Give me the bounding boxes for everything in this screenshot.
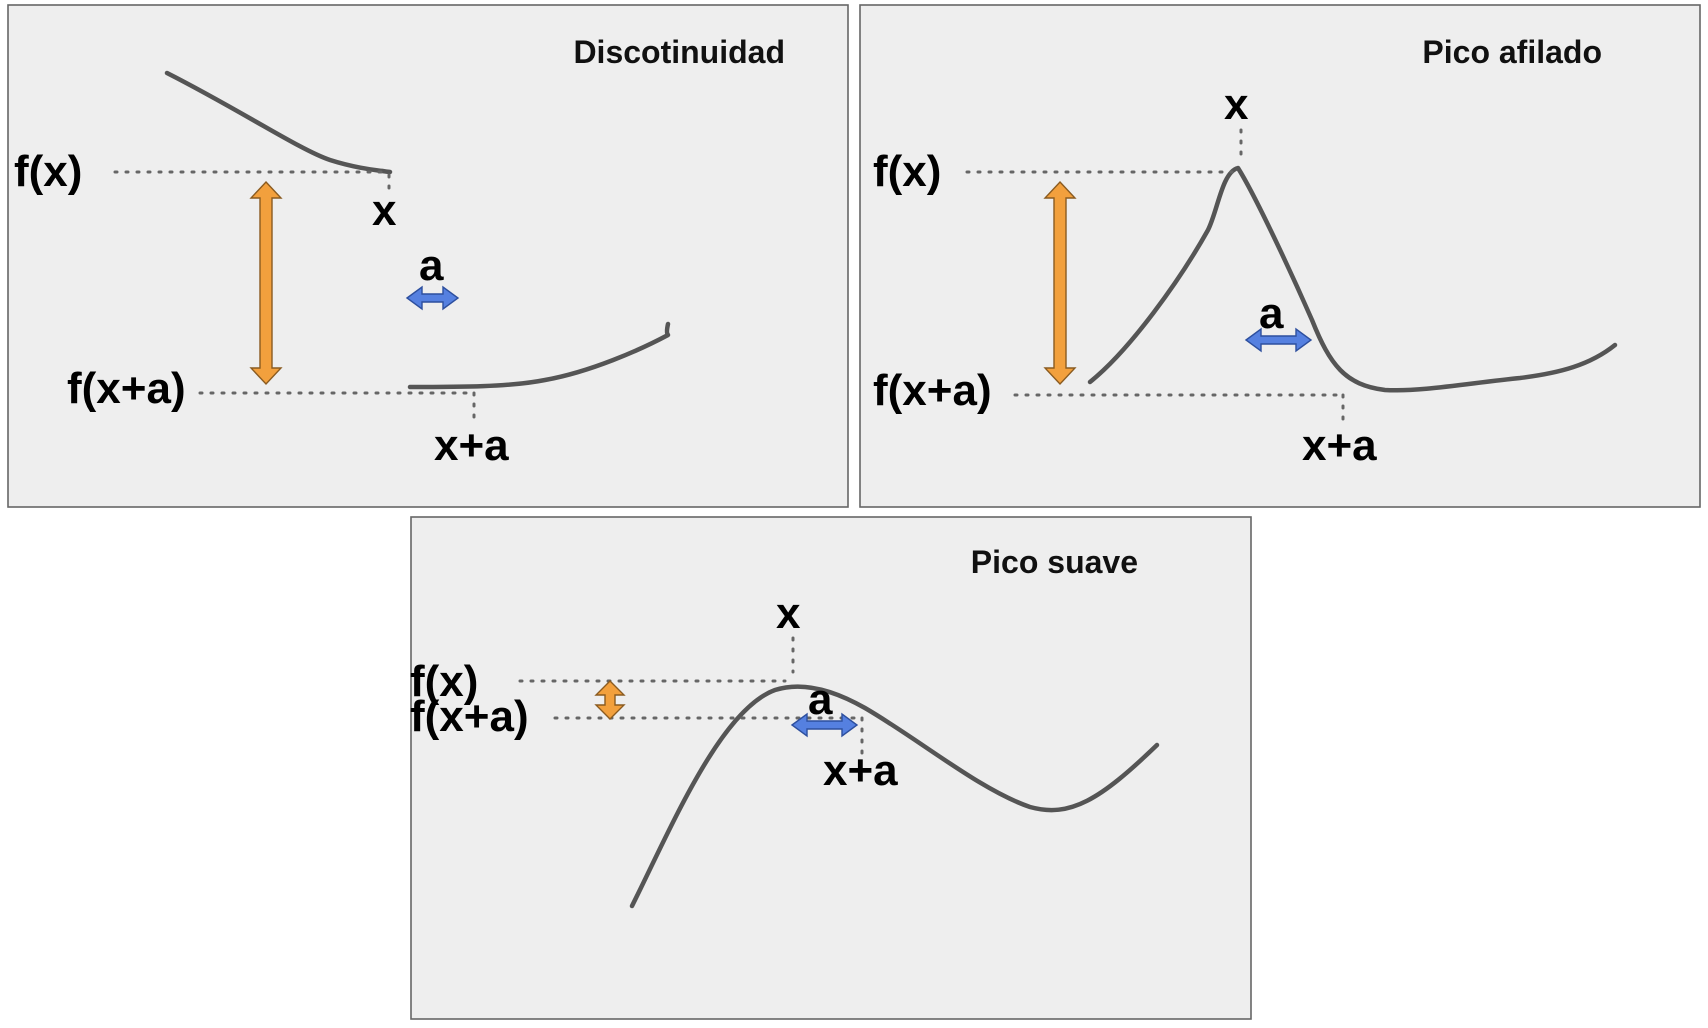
horizontal-step-arrow [405,285,460,311]
panel-discontinuity: Discotinuidad f(x) x a f(x+a) x+a [7,4,849,508]
horizontal-step-arrow [790,712,859,738]
label-xa: x+a [1302,421,1377,470]
vertical-difference-arrow [249,180,283,386]
vertical-difference-arrow [1043,180,1077,386]
panel-discontinuity-frame [7,4,849,508]
vertical-difference-arrow [594,680,626,720]
panel-smooth-peak: Pico suave f(x) x a f(x+a) x+a [410,516,1252,1020]
panel-sharp-peak: Pico afilado f(x) x a f(x+a) x+a [859,4,1701,508]
label-fx: f(x) [14,147,82,196]
panel-smooth-peak-frame [410,516,1252,1020]
curve-upper-segment [164,70,393,175]
label-x: x [776,589,801,638]
label-fxa: f(x+a) [873,366,992,415]
panel-title: Pico afilado [1422,34,1602,70]
curve-smooth-peak [629,684,1160,909]
label-x: x [1224,80,1249,129]
label-a: a [808,675,833,724]
panel-title: Discotinuidad [573,34,785,70]
label-a: a [1259,289,1284,338]
label-a: a [419,241,444,290]
label-fx: f(x) [873,147,941,196]
curve-lower-segment [407,321,671,390]
horizontal-step-arrow [1244,327,1313,353]
panel-sharp-peak-frame [859,4,1701,508]
label-fxa: f(x+a) [67,364,186,413]
label-fx: f(x) [410,657,478,706]
label-xa: x+a [823,746,898,795]
panel-title: Pico suave [971,544,1138,580]
label-x: x [372,186,397,235]
curve-sharp-peak [1087,165,1618,393]
label-xa: x+a [434,421,509,470]
label-fxa: f(x+a) [410,692,529,741]
